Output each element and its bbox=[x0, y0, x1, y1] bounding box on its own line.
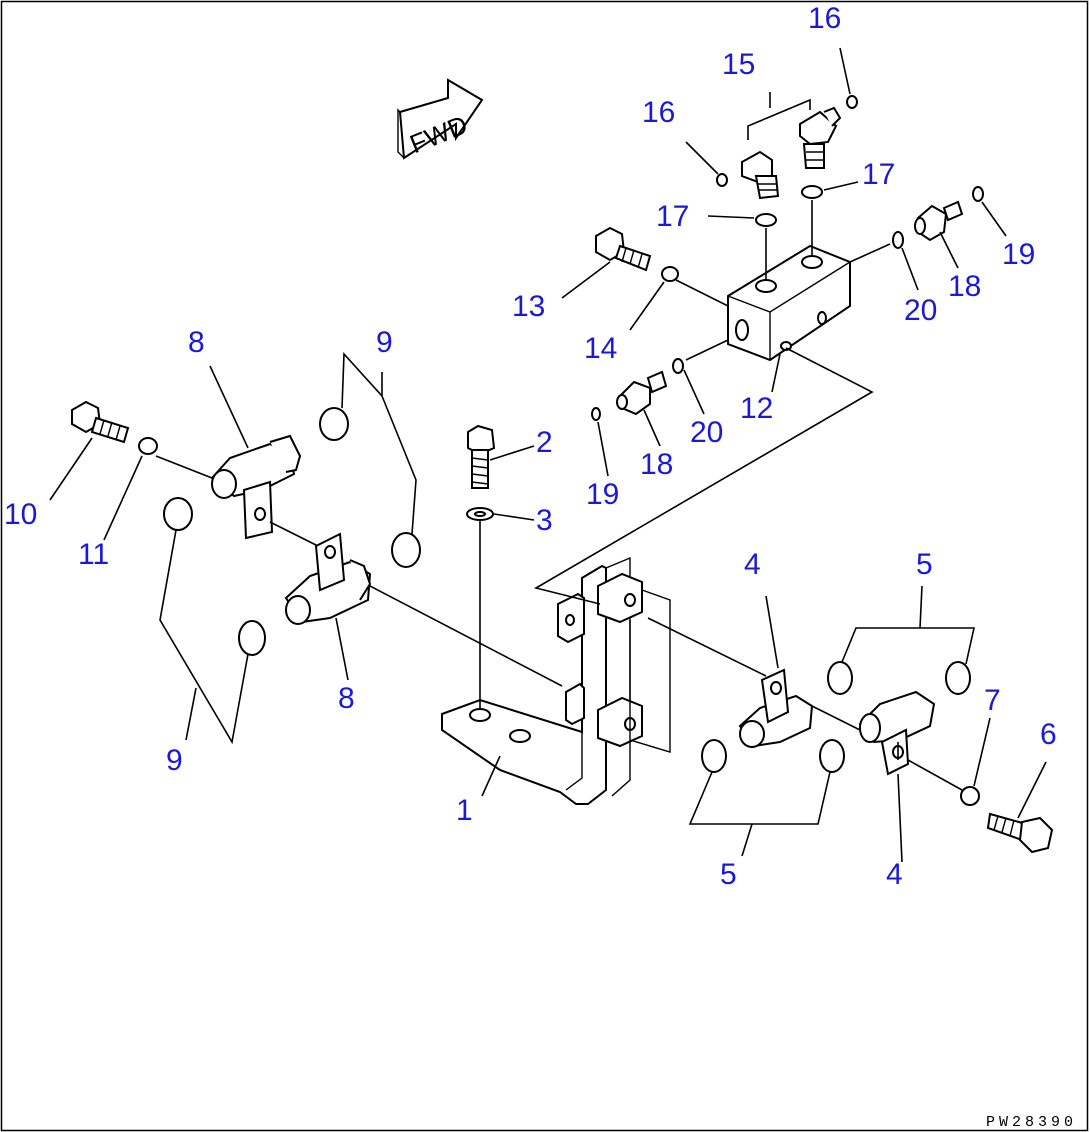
callout-8a: 8 bbox=[188, 326, 205, 359]
oring-part-17b bbox=[801, 185, 823, 199]
callout-15: 15 bbox=[722, 48, 755, 81]
oring-part-5d bbox=[819, 739, 845, 773]
callout-20a: 20 bbox=[904, 294, 937, 327]
fwd-arrow-icon: FWD bbox=[397, 78, 484, 160]
callout-5b: 5 bbox=[720, 858, 737, 891]
callout-16a: 16 bbox=[642, 96, 675, 129]
oring-part-16a bbox=[716, 173, 728, 187]
oring-part-5b bbox=[945, 661, 971, 695]
washer-part-11 bbox=[138, 437, 158, 455]
callout-4b: 4 bbox=[886, 858, 903, 891]
bolt-part-10 bbox=[71, 400, 130, 444]
oring-part-19a bbox=[972, 186, 984, 202]
oring-part-16b bbox=[846, 95, 858, 109]
callout-20b: 20 bbox=[690, 416, 723, 449]
callout-4a: 4 bbox=[744, 548, 761, 581]
oring-part-9c bbox=[163, 497, 193, 531]
callout-11: 11 bbox=[78, 538, 109, 571]
valve-block-part-12 bbox=[727, 244, 851, 362]
oring-part-5a bbox=[827, 661, 853, 695]
callout-14: 14 bbox=[584, 332, 617, 365]
washer-part-14 bbox=[661, 266, 679, 282]
callout-12: 12 bbox=[740, 392, 773, 425]
callout-17a: 17 bbox=[656, 200, 689, 233]
bolt-part-6 bbox=[986, 812, 1054, 854]
fitting-part-4a bbox=[738, 668, 814, 748]
oring-part-5c bbox=[701, 739, 727, 773]
callout-7: 7 bbox=[984, 684, 1001, 717]
fitting-part-18a bbox=[914, 200, 964, 242]
callout-1: 1 bbox=[456, 794, 473, 827]
bolt-part-13 bbox=[595, 226, 652, 272]
elbow-fitting-part-15 bbox=[741, 106, 842, 200]
callout-17b: 17 bbox=[862, 158, 895, 191]
fitting-part-8a bbox=[210, 434, 302, 540]
fitting-part-18b bbox=[616, 370, 668, 416]
bracket-part-1 bbox=[441, 556, 671, 805]
oring-part-20b bbox=[672, 358, 684, 374]
callout-19b: 19 bbox=[586, 478, 619, 511]
oring-part-9b bbox=[391, 532, 421, 568]
drawing-code: PW28390 bbox=[986, 1114, 1077, 1131]
callout-18a: 18 bbox=[948, 270, 981, 303]
callout-9a: 9 bbox=[376, 326, 393, 359]
callout-6: 6 bbox=[1040, 718, 1057, 751]
oring-part-20a bbox=[892, 231, 904, 249]
callout-3: 3 bbox=[536, 504, 553, 537]
callout-19a: 19 bbox=[1002, 238, 1035, 271]
callout-9b: 9 bbox=[166, 744, 183, 777]
callout-5a: 5 bbox=[916, 548, 933, 581]
callout-10: 10 bbox=[4, 498, 37, 531]
oring-part-17a bbox=[755, 213, 777, 227]
callout-2: 2 bbox=[536, 426, 553, 459]
oring-part-19b bbox=[591, 407, 601, 421]
callout-8b: 8 bbox=[338, 682, 355, 715]
callout-18b: 18 bbox=[640, 448, 673, 481]
fitting-part-8b bbox=[284, 532, 372, 625]
callout-16b: 16 bbox=[808, 2, 841, 35]
oring-part-9a bbox=[319, 407, 349, 441]
bolt-part-2 bbox=[467, 424, 496, 489]
oring-part-9d bbox=[238, 620, 266, 656]
callout-13: 13 bbox=[512, 290, 545, 323]
washer-part-7 bbox=[960, 786, 980, 806]
fitting-part-4b bbox=[858, 690, 936, 776]
